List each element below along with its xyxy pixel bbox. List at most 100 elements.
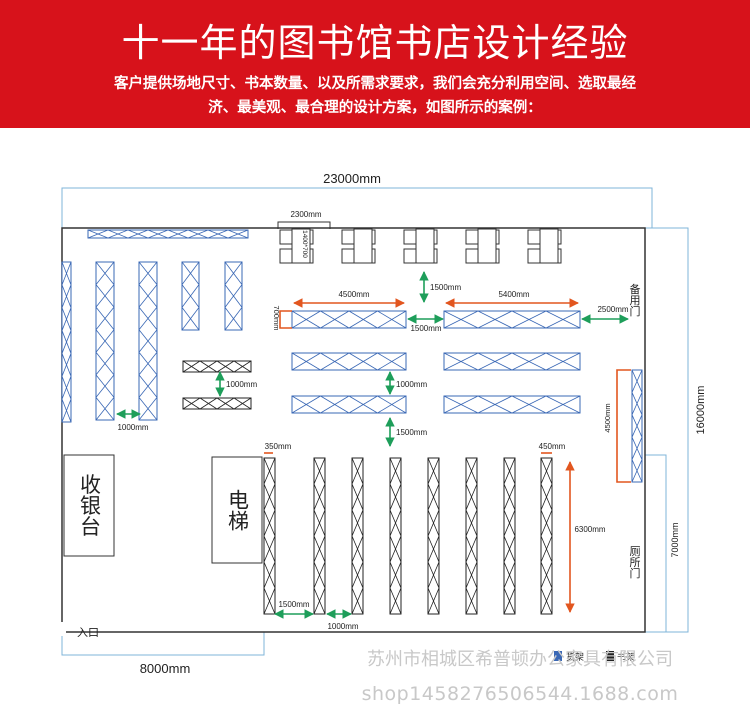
shelf-brace [216,360,235,373]
shelf-brace [138,352,158,376]
shelf-brace [107,229,129,239]
shelf-brace [427,561,440,589]
entrance-label: 入口 [77,627,99,639]
dim-gap-tables: 1500mm [430,283,461,292]
shelf-brace [545,310,581,329]
shelf-brace [233,360,252,373]
shelf-brace [351,535,364,563]
shelf-brace [503,483,516,511]
shelf [465,457,478,615]
shelf [443,395,581,414]
shelf-brace [631,369,643,393]
shelf-brace [348,395,378,414]
shelf-brace [351,561,364,589]
shelf-brace [224,261,243,285]
watermark-shop: shop1458276506544.1688.com [361,683,679,705]
shelving-units [61,229,643,615]
chair [527,229,541,245]
shelf [389,457,402,615]
shelf-brace [224,307,243,331]
shelf-brace [95,352,115,376]
chair [403,229,417,245]
shelf [291,310,407,329]
dim-table-unit: 1400*700 [301,230,308,258]
shelf [443,352,581,371]
shelf-brace [182,360,201,373]
shelf-brace [631,392,643,415]
shelf-brace [348,352,378,371]
shelf-brace [216,397,235,410]
shelf-brace [181,307,200,331]
shelf-brace [503,457,516,485]
cashier-label: 收银台 [78,474,102,537]
header-banner: 十一年的图书馆书店设计经验 客户提供场地尺寸、书本数量、以及所需求要求，我们会充… [0,0,750,128]
shelf-brace [199,397,218,410]
shelf-brace [503,561,516,589]
shelf-brace [540,457,553,485]
shelf-brace [320,352,350,371]
shelf-brace [263,509,276,537]
shelf-brace [465,457,478,485]
shelf-brace [87,229,109,239]
shelf-brace [320,310,350,329]
dim-gap-small: 1000mm [226,380,257,389]
dim-shelf-right-length: 5400mm [498,290,529,299]
shelf-brace [465,587,478,615]
shelf-brace [263,483,276,511]
shelf-brace [291,352,321,371]
shelf [503,457,516,615]
shelf-brace [61,353,72,377]
shelf-brace [389,483,402,511]
legend: 货架 书架 [554,651,635,662]
shelf-brace [389,561,402,589]
shelf-brace [427,457,440,485]
spare-door-label: 备用门 [628,282,641,317]
shelf-brace [313,535,326,563]
shelf-brace [389,509,402,537]
shelf-brace [291,310,321,329]
shelf-brace [351,509,364,537]
dim-wall-shelf: 4500mm [603,403,612,432]
shelf-brace [207,229,229,239]
dimension-lines [61,187,689,656]
study-table [415,228,435,264]
shelf-brace [465,483,478,511]
shelf-brace [263,535,276,563]
shelf-brace [443,395,479,414]
shelf-brace [167,229,189,239]
shelf-brace [187,229,209,239]
dim-tall-shelf: 6300mm [574,525,605,534]
shelf-brace [540,587,553,615]
shelf-brace [377,352,407,371]
elevator-label: 电梯 [226,489,250,531]
shelf-brace [540,535,553,563]
shelf-brace [511,310,547,329]
legend-label-b: 书架 [617,652,635,662]
shelf-brace [631,459,643,483]
watermark-company: 苏州市相城区希普顿办公家具有限公司 [367,649,673,670]
shelf-brace [138,261,158,285]
spacing-arrows [116,271,629,619]
dim-total-width: 23000mm [323,171,381,186]
shelf-brace [631,437,643,460]
shelf-brace [313,509,326,537]
dim-shelf-350: 350mm [265,442,292,451]
shelf-brace [377,310,407,329]
dim-total-height: 16000mm [695,386,707,435]
shelf-brace [511,352,547,371]
study-table [291,228,311,264]
shelf-brace [443,310,479,329]
shelf-brace [348,310,378,329]
banner-title: 十一年的图书馆书店设计经验 [121,21,629,65]
shelf-brace [61,398,72,423]
shelf [427,457,440,615]
dim-gap-side: 2500mm [597,305,628,314]
dim-gap-left: 1000mm [117,423,148,432]
shelf-brace [199,360,218,373]
shelf-brace [540,561,553,589]
shelf-brace [545,395,581,414]
shelf-brace [61,307,72,331]
shelf [291,395,407,414]
shelf-brace [291,395,321,414]
shelf-brace [227,229,249,239]
